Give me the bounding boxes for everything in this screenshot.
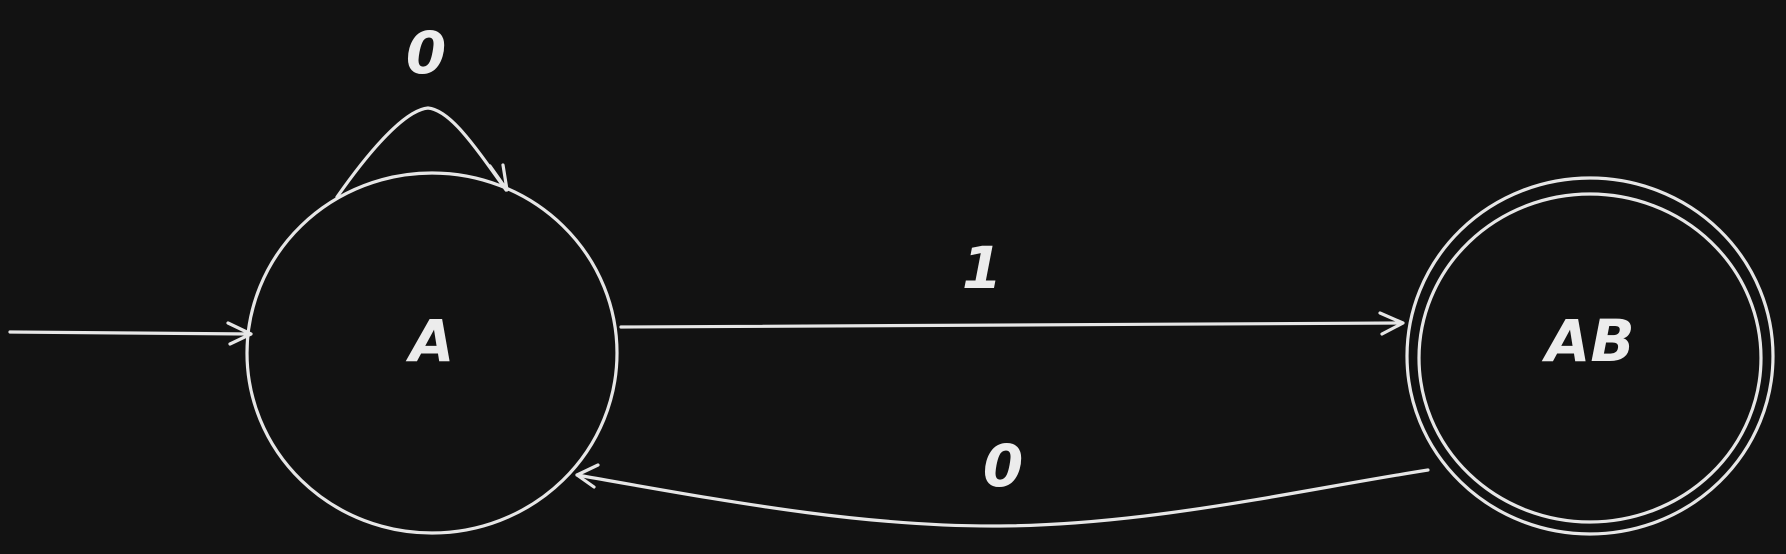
a-to-ab-symbol: 1 (962, 234, 1002, 302)
state-a-label: A (406, 307, 455, 375)
state-a[interactable]: A (245, 171, 619, 535)
transition-a-self-loop[interactable]: 0 (335, 19, 509, 199)
ab-to-a-symbol: 0 (983, 432, 1023, 500)
transition-a-to-ab[interactable]: 1 (619, 234, 1405, 336)
state-ab[interactable]: AB (1405, 176, 1775, 536)
self-loop-symbol: 0 (406, 19, 446, 87)
state-ab-label: AB (1541, 307, 1634, 375)
transition-ab-to-a[interactable]: 0 (575, 432, 1430, 528)
initial-arrow (8, 321, 253, 346)
